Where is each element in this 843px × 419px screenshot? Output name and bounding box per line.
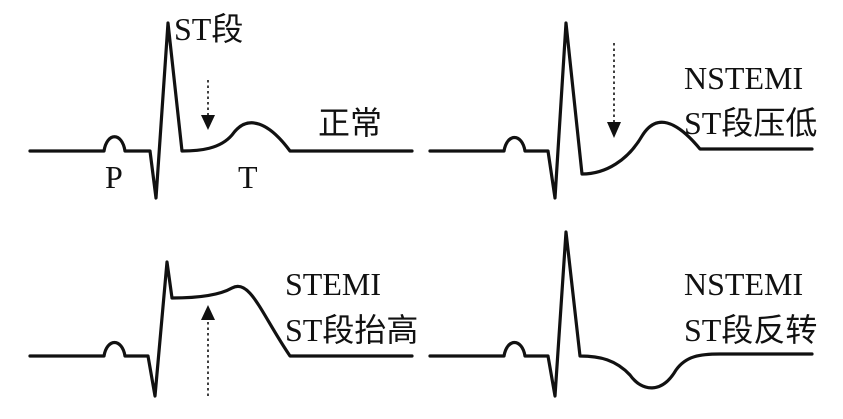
st-elevation-label: ST段抬高 bbox=[285, 312, 418, 348]
st-segment-label: ST段 bbox=[174, 11, 243, 47]
t-wave-label: T bbox=[238, 159, 258, 195]
ecg-trace-inversion bbox=[428, 230, 814, 398]
normal-status-label: 正常 bbox=[318, 105, 382, 141]
stemi-title: STEMI bbox=[285, 266, 381, 302]
st-inversion-label: ST段反转 bbox=[684, 312, 817, 348]
st-elevation-arrowhead bbox=[201, 305, 215, 320]
panel-nstemi-depression: NSTEMI ST段压低 bbox=[428, 21, 817, 200]
st-depression-label: ST段压低 bbox=[684, 105, 817, 141]
panel-nstemi-inversion: NSTEMI ST段反转 bbox=[428, 230, 817, 398]
panel-stemi-elevation: STEMI ST段抬高 bbox=[28, 260, 418, 398]
st-depression-arrowhead bbox=[607, 122, 621, 138]
panel-normal: ST段 正常 P T bbox=[28, 11, 414, 200]
nstemi-depression-title: NSTEMI bbox=[684, 60, 803, 96]
nstemi-inversion-title: NSTEMI bbox=[684, 266, 803, 302]
ecg-trace-st-depression bbox=[428, 21, 814, 200]
st-segment-arrowhead bbox=[201, 115, 215, 130]
p-wave-label: P bbox=[105, 159, 123, 195]
ecg-trace-st-elevation bbox=[28, 260, 414, 398]
ecg-trace-normal bbox=[28, 21, 414, 200]
